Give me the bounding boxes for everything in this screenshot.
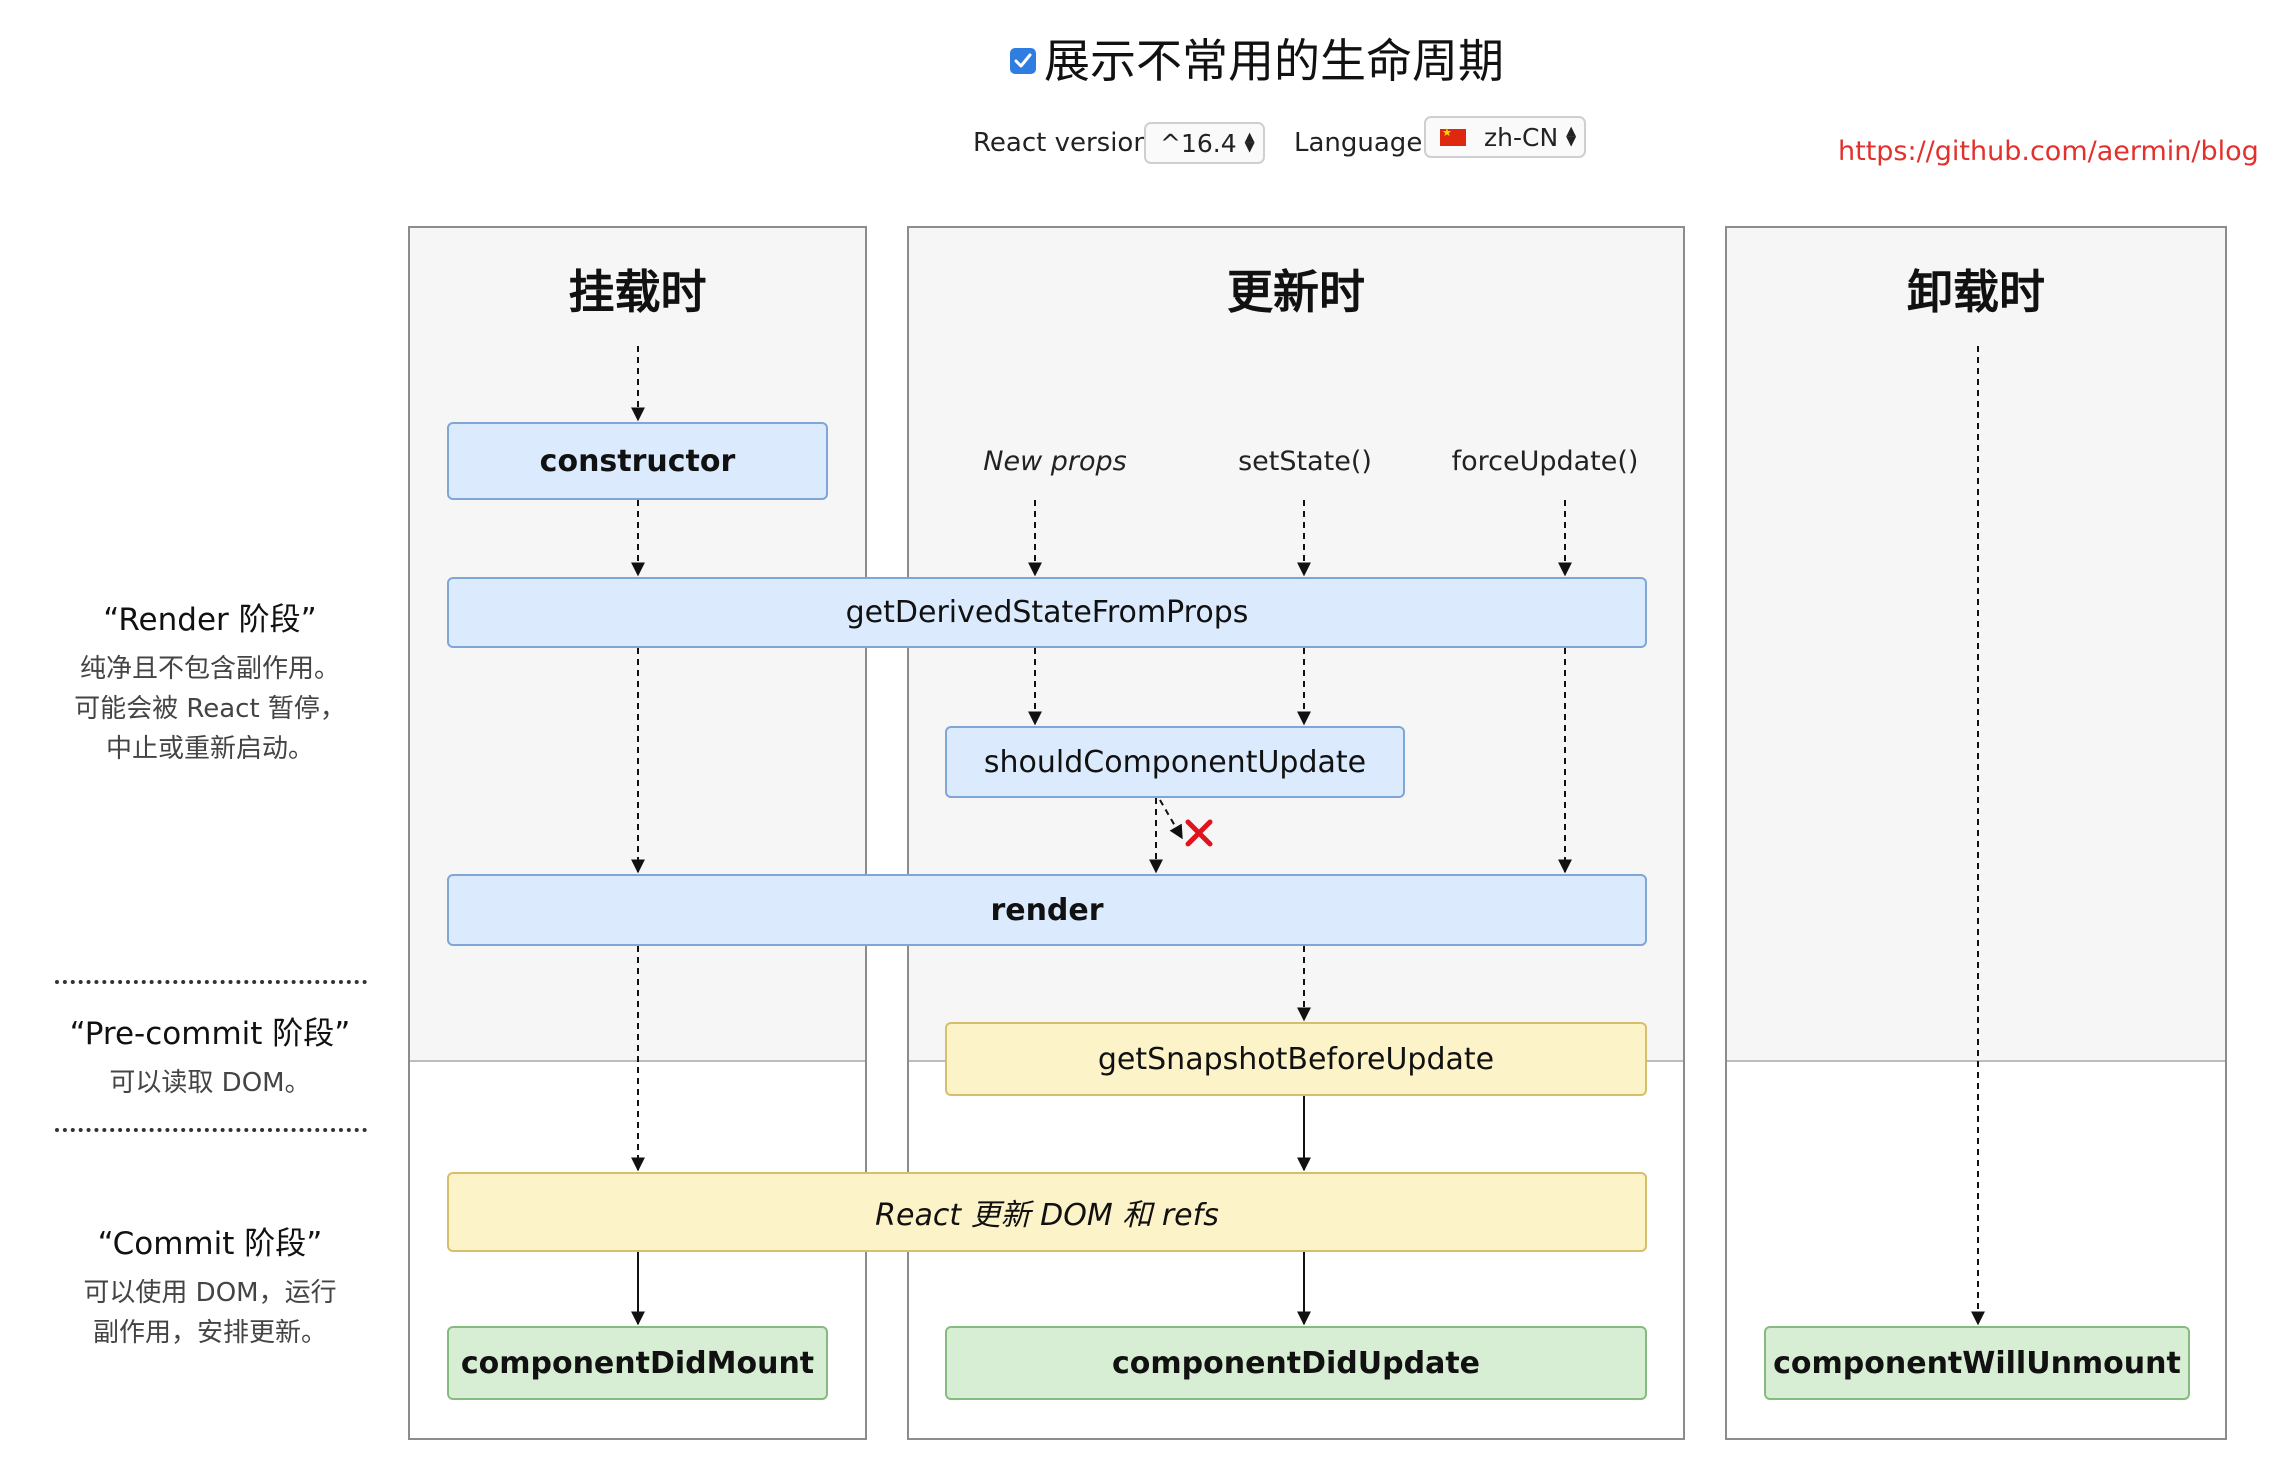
red-x-icon [1185,819,1213,847]
commit-phase-line: 副作用，安排更新。 [92,1318,327,1348]
component-did-mount-box: componentDidMount [447,1326,828,1400]
react-version-select[interactable]: ^16.4 ▲▼ [1144,122,1265,164]
render-phase-line: 可能会被 React 暂停， [74,694,346,724]
commit-phase-note: “Commit 阶段” 可以使用 DOM，运行 副作用，安排更新。 [50,1218,370,1353]
update-column-title: 更新时 [1227,265,1365,319]
get-snapshot-before-update-box: getSnapshotBeforeUpdate [945,1022,1647,1096]
react-version-label: React version [973,128,1150,158]
render-phase-note: “Render 阶段” 纯净且不包含副作用。 可能会被 React 暂停， 中止… [50,594,370,769]
constructor-box: constructor [447,422,828,500]
github-link[interactable]: https://github.com/aermin/blog [1838,136,2259,167]
show-uncommon-checkbox[interactable] [1010,48,1036,74]
should-component-update-box: shouldComponentUpdate [945,726,1405,798]
trigger-force-update: forceUpdate() [1451,446,1639,477]
render-phase-line: 纯净且不包含副作用。 [79,654,340,684]
react-update-dom-box: React 更新 DOM 和 refs [447,1172,1647,1252]
check-icon [1014,53,1032,68]
precommit-phase-line: 可以读取 DOM。 [109,1068,311,1098]
mount-column-title: 挂载时 [568,265,707,319]
get-derived-state-from-props-box: getDerivedStateFromProps [447,577,1647,648]
trigger-new-props: New props [983,446,1127,477]
component-did-update-box: componentDidUpdate [945,1326,1647,1400]
updown-chevron-icon: ▲▼ [1566,124,1577,149]
react-version-value: ^16.4 [1160,128,1237,158]
phase-separator [55,1128,367,1132]
unmount-column [1725,226,2227,1440]
page-title-row: 展示不常用的生命周期 [1010,22,1710,94]
china-flag-icon [1440,126,1466,146]
language-label: Language [1294,128,1423,158]
unmount-column-title: 卸载时 [1907,265,2045,319]
arrow-scu-false [1159,799,1183,840]
component-will-unmount-box: componentWillUnmount [1764,1326,2190,1400]
render-phase-name: “Render 阶段” [103,602,317,638]
language-select[interactable]: zh-CN ▲▼ [1424,116,1587,158]
trigger-set-state: setState() [1238,446,1372,477]
commit-phase-line: 可以使用 DOM，运行 [83,1278,337,1308]
render-box: render [447,874,1647,946]
precommit-phase-name: “Pre-commit 阶段” [69,1016,351,1052]
commit-phase-name: “Commit 阶段” [97,1226,323,1262]
updown-chevron-icon: ▲▼ [1244,130,1255,155]
phase-separator [55,980,367,984]
precommit-phase-note: “Pre-commit 阶段” 可以读取 DOM。 [50,1008,370,1103]
page-title: 展示不常用的生命周期 [1044,34,1504,88]
language-value: zh-CN [1484,122,1559,152]
render-phase-line: 中止或重新启动。 [105,734,314,764]
